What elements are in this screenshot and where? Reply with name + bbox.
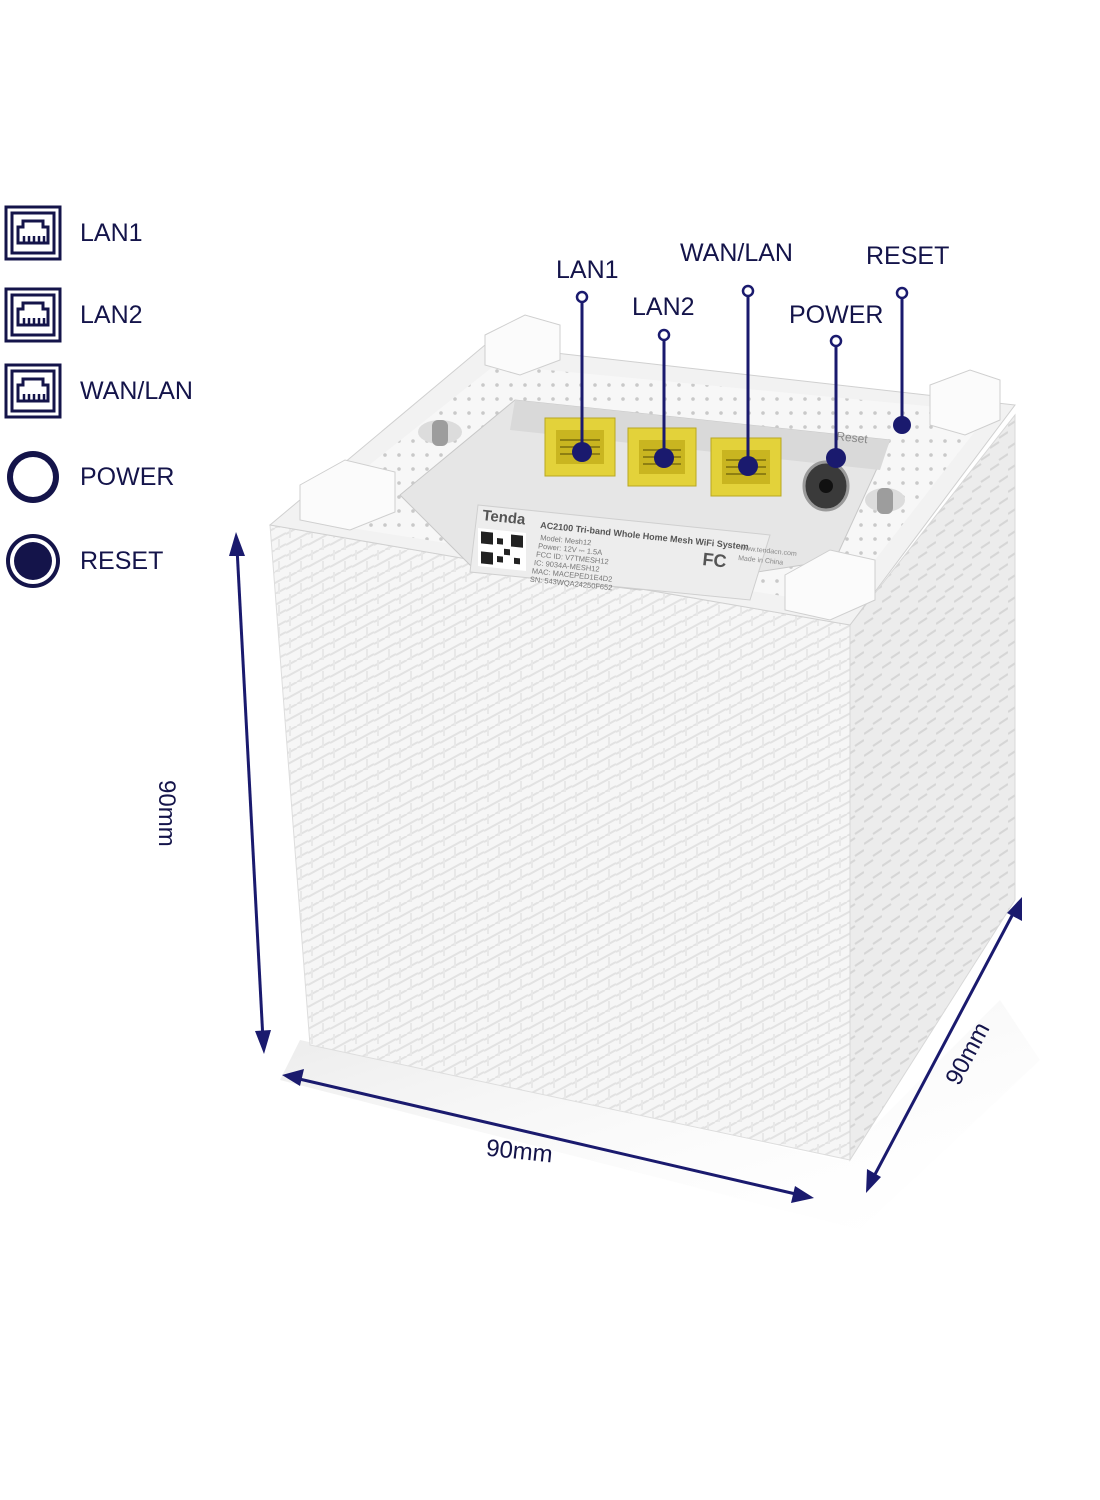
dimension-arrows [229, 532, 1022, 1203]
legend-label: LAN2 [80, 300, 143, 329]
fcc-mark: FC [702, 549, 728, 571]
reset-silkscreen: Reset [836, 429, 869, 446]
legend-item-lan1: LAN1 [4, 204, 143, 262]
sticker-brand: Tenda [482, 507, 527, 528]
wall-mount-slot-left [418, 420, 462, 446]
callout-label-reset: RESET [866, 242, 950, 270]
height-dimension-label: 90mm [153, 780, 180, 847]
width-dimension-arrow [294, 1076, 801, 1197]
sticker-made: Made in China [738, 555, 784, 567]
rubber-foot [484, 314, 561, 376]
legend-label: LAN1 [80, 218, 143, 247]
callout-lines [572, 284, 909, 476]
height-dimension-arrow [235, 547, 265, 1041]
power-jack [802, 460, 850, 512]
reset-button-marker [893, 416, 911, 434]
qr-code [478, 528, 526, 572]
legend-label: RESET [80, 546, 164, 575]
ethernet-port-icon [4, 362, 62, 420]
power-port-ring-icon [4, 448, 62, 506]
legend-item-wan-lan: WAN/LAN [4, 362, 193, 420]
callout-label-power: POWER [789, 301, 884, 329]
ethernet-port-icon [4, 204, 62, 262]
ethernet-port-icon [4, 286, 62, 344]
product-sticker [469, 504, 771, 601]
wall-mount-slot-right [865, 488, 905, 514]
callout-label-wan-lan: WAN/LAN [680, 239, 793, 267]
legend-label: POWER [80, 462, 175, 491]
cube-right-face [849, 413, 1016, 1162]
rubber-foot [299, 459, 396, 531]
legend-item-reset: RESET [4, 532, 163, 590]
rubber-foot [929, 369, 1001, 436]
rubber-foot [784, 549, 876, 621]
depth-dimension-arrow [870, 909, 1017, 1181]
callout-label-lan1: LAN1 [556, 256, 619, 284]
callout-label-lan2: LAN2 [632, 293, 695, 321]
legend-item-power: POWER [4, 448, 174, 506]
floor-shadow [280, 1000, 1040, 1230]
legend-item-lan2: LAN2 [4, 286, 143, 344]
reset-button-dot-icon [4, 532, 62, 590]
legend-label: WAN/LAN [80, 376, 193, 405]
